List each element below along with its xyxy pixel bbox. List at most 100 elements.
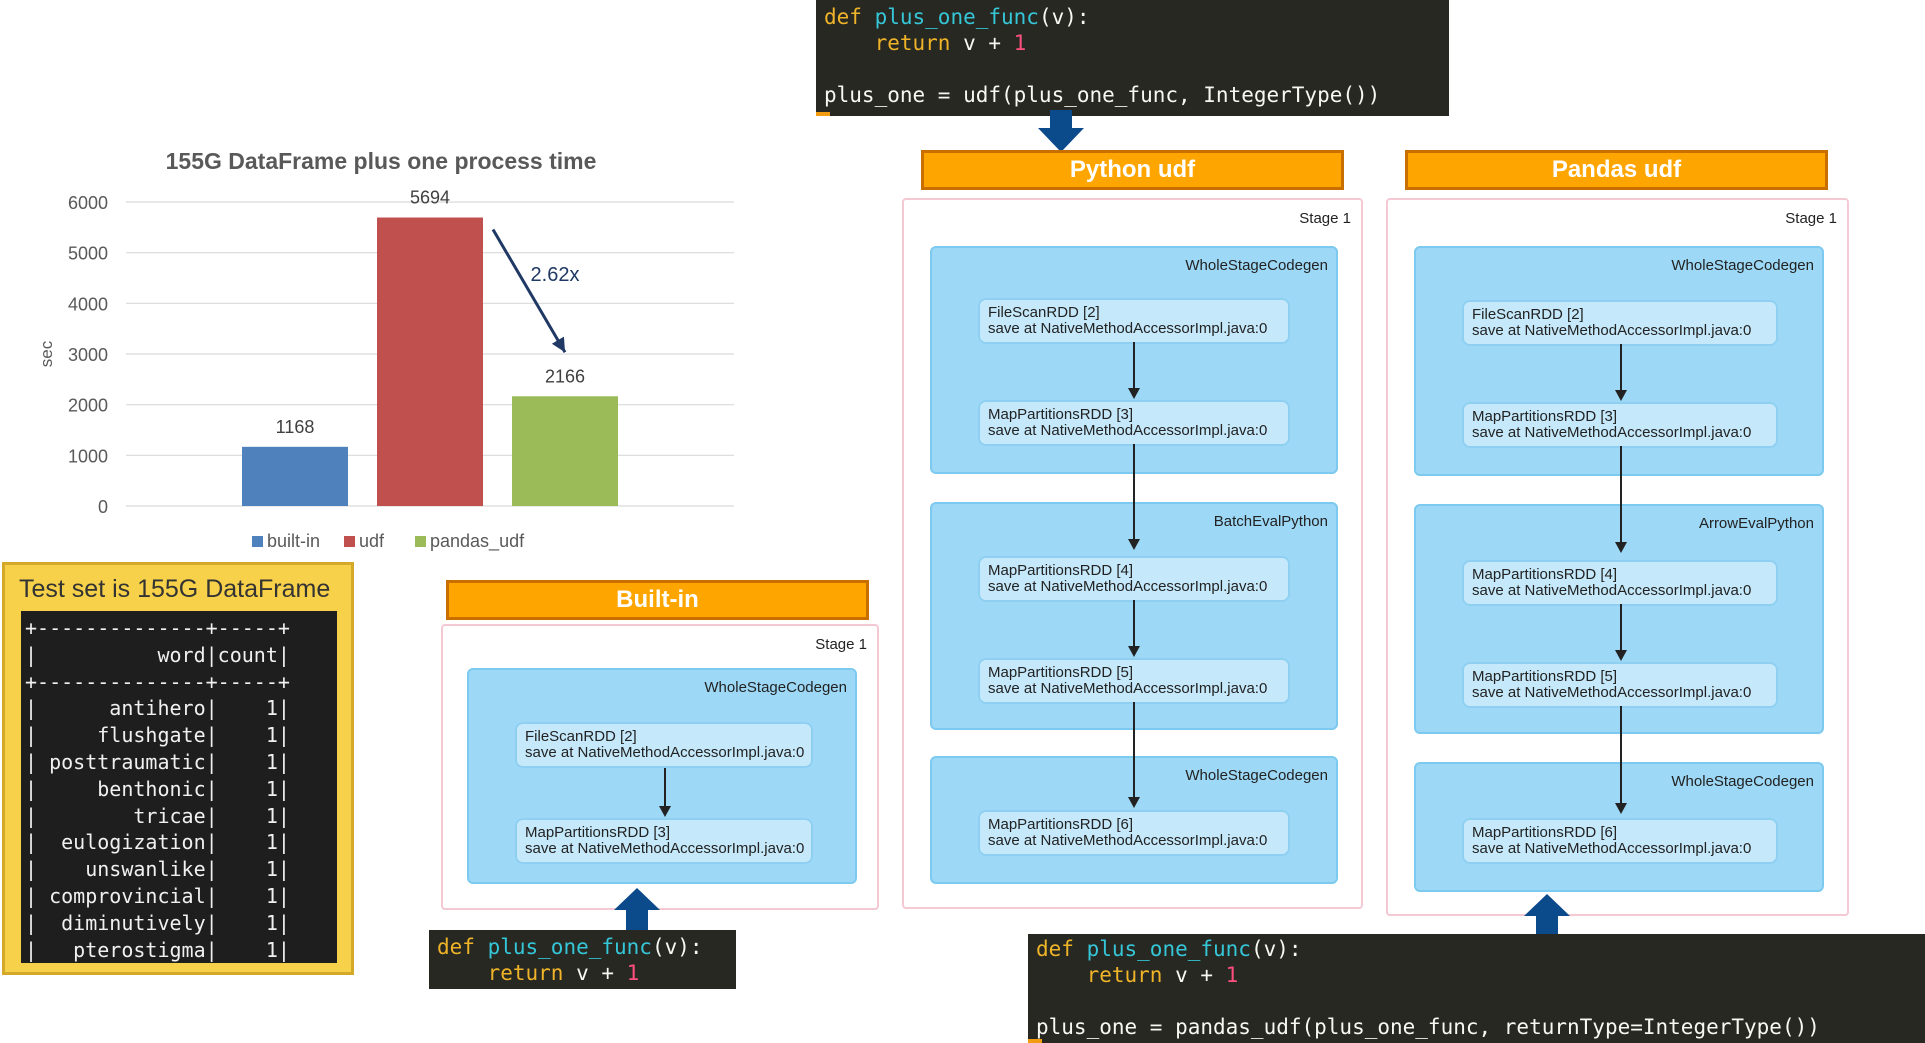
- edge-arrow-icon: [1128, 388, 1140, 399]
- rdd-node-name: MapPartitionsRDD [6]: [988, 816, 1134, 833]
- cluster-label: WholeStageCodegen: [1185, 767, 1328, 784]
- cluster-wholestagecodegen: WholeStageCodegen FileScanRDD [2] save a…: [467, 668, 857, 884]
- rdd-node-name: FileScanRDD [2]: [525, 728, 637, 745]
- edge-arrow-icon: [1615, 650, 1627, 661]
- block-arrow-down-icon: [1038, 110, 1084, 152]
- code-func-name: plus_one_func: [874, 5, 1039, 29]
- cluster-label: WholeStageCodegen: [1671, 773, 1814, 790]
- test-set-table: +--------------+-----+| word|count|+----…: [21, 611, 337, 963]
- edge-line: [1133, 600, 1135, 646]
- table-border: +--------------+-----+: [25, 616, 290, 640]
- cluster-arrowevalpython: ArrowEvalPython MapPartitionsRDD [4] sav…: [1414, 504, 1824, 734]
- code-func-args: (v):: [651, 935, 703, 959]
- y-tick-label: 4000: [68, 294, 108, 314]
- legend-label: pandas_udf: [430, 531, 525, 552]
- rdd-node: FileScanRDD [2] save at NativeMethodAcce…: [515, 722, 813, 768]
- edge-arrow-icon: [1615, 803, 1627, 814]
- builtin-stage: Stage 1 WholeStageCodegen FileScanRDD [2…: [441, 624, 879, 910]
- rdd-node-name: MapPartitionsRDD [6]: [1472, 824, 1618, 841]
- rdd-node: MapPartitionsRDD [3] save at NativeMetho…: [978, 400, 1290, 446]
- rdd-node-name: MapPartitionsRDD [3]: [525, 824, 671, 841]
- code-return-expr: v +: [576, 961, 627, 985]
- y-axis-label: sec: [37, 340, 56, 367]
- cluster-label: ArrowEvalPython: [1698, 515, 1814, 532]
- edge-line: [1133, 702, 1135, 798]
- test-set-title: Test set is 155G DataFrame: [19, 575, 331, 603]
- code-return: return: [487, 961, 564, 985]
- y-tick-label: 3000: [68, 345, 108, 365]
- rdd-node-detail: save at NativeMethodAccessorImpl.java:0: [988, 832, 1268, 849]
- builtin-banner: Built-in: [446, 580, 869, 620]
- table-row: | unswanlike| 1|: [25, 857, 290, 882]
- y-tick-label: 5000: [68, 244, 108, 264]
- rdd-node: MapPartitionsRDD [3] save at NativeMetho…: [515, 818, 813, 864]
- edge-line: [1133, 342, 1135, 390]
- legend-swatch: [415, 536, 426, 547]
- rdd-node: MapPartitionsRDD [6] save at NativeMetho…: [1462, 818, 1778, 864]
- rdd-node-detail: save at NativeMethodAccessorImpl.java:0: [1472, 322, 1752, 339]
- bar-built-in: [242, 446, 348, 506]
- test-set-panel: Test set is 155G DataFrame +------------…: [2, 562, 354, 975]
- table-row: | benthonic| 1|: [25, 776, 290, 801]
- code-keyword: def: [824, 5, 862, 29]
- rdd-node: MapPartitionsRDD [4] save at NativeMetho…: [1462, 560, 1778, 606]
- rdd-node: MapPartitionsRDD [6] save at NativeMetho…: [978, 810, 1290, 856]
- rdd-node-name: FileScanRDD [2]: [988, 304, 1100, 321]
- rdd-node-detail: save at NativeMethodAccessorImpl.java:0: [1472, 840, 1752, 857]
- bar-pandas_udf: [512, 396, 618, 506]
- code-return-expr: v +: [1175, 963, 1226, 987]
- cluster-wholestagecodegen: WholeStageCodegen FileScanRDD [2] save a…: [1414, 246, 1824, 476]
- legend-swatch: [344, 536, 355, 547]
- cursor-marker: [1028, 1039, 1042, 1043]
- data-label: 1168: [276, 417, 315, 437]
- rdd-node-detail: save at NativeMethodAccessorImpl.java:0: [988, 320, 1268, 337]
- table-row: | pterostigma| 1|: [25, 937, 290, 962]
- edge-arrow-icon: [659, 806, 671, 817]
- rdd-node-detail: save at NativeMethodAccessorImpl.java:0: [1472, 684, 1752, 701]
- edge-arrow-icon: [1615, 390, 1627, 401]
- python-udf-stage: Stage 1 WholeStageCodegen FileScanRDD [2…: [902, 198, 1363, 909]
- table-header: | word|count|: [25, 642, 290, 667]
- rdd-node-name: MapPartitionsRDD [5]: [988, 664, 1134, 681]
- cluster-wholestagecodegen: WholeStageCodegen FileScanRDD [2] save a…: [930, 246, 1338, 474]
- legend-swatch: [252, 536, 263, 547]
- rdd-node-detail: save at NativeMethodAccessorImpl.java:0: [988, 680, 1268, 697]
- annotation-label: 2.62x: [531, 264, 580, 286]
- code-return: return: [874, 31, 951, 55]
- legend-label: udf: [359, 531, 385, 551]
- rdd-node-detail: save at NativeMethodAccessorImpl.java:0: [1472, 424, 1752, 441]
- stage-label: Stage 1: [815, 636, 867, 653]
- rdd-node: MapPartitionsRDD [3] save at NativeMetho…: [1462, 402, 1778, 448]
- cursor-marker: [816, 112, 830, 116]
- python-udf-banner: Python udf: [921, 150, 1344, 190]
- table-row: | flushgate| 1|: [25, 723, 290, 748]
- code-return-expr: v +: [963, 31, 1014, 55]
- edge-arrow-icon: [1615, 542, 1627, 553]
- code-func-args: (v):: [1250, 937, 1302, 961]
- rdd-node: FileScanRDD [2] save at NativeMethodAcce…: [978, 298, 1290, 344]
- edge-line: [1133, 444, 1135, 540]
- table-row: | diminutively| 1|: [25, 910, 290, 935]
- rdd-node-name: MapPartitionsRDD [4]: [988, 562, 1134, 579]
- rdd-node: MapPartitionsRDD [5] save at NativeMetho…: [978, 658, 1290, 704]
- rdd-node-detail: save at NativeMethodAccessorImpl.java:0: [1472, 582, 1752, 599]
- edge-arrow-icon: [1128, 539, 1140, 550]
- chart-svg: 155G DataFrame plus one process time0100…: [37, 148, 734, 552]
- edge-arrow-icon: [1128, 797, 1140, 808]
- cluster-label: BatchEvalPython: [1213, 513, 1328, 530]
- edge-arrow-icon: [1128, 646, 1140, 657]
- code-pandas-udf: def plus_one_func(v): return v + 1 plus_…: [1028, 934, 1925, 1043]
- edge-line: [1620, 344, 1622, 390]
- code-pandas-udf-line: plus_one = pandas_udf(plus_one_func, ret…: [1036, 1015, 1820, 1039]
- block-arrow-up-icon: [614, 888, 660, 932]
- table-row: | tricae| 1|: [25, 803, 290, 828]
- code-return: return: [1086, 963, 1163, 987]
- y-tick-label: 6000: [68, 193, 108, 213]
- rdd-node-name: MapPartitionsRDD [5]: [1472, 668, 1618, 685]
- cluster-label: WholeStageCodegen: [1671, 257, 1814, 274]
- code-number: 1: [1225, 963, 1239, 987]
- code-udf: def plus_one_func(v): return v + 1 plus_…: [816, 0, 1449, 116]
- code-number: 1: [1013, 31, 1027, 55]
- table-border: +--------------+-----+: [25, 669, 290, 694]
- rdd-node-name: MapPartitionsRDD [4]: [1472, 566, 1618, 583]
